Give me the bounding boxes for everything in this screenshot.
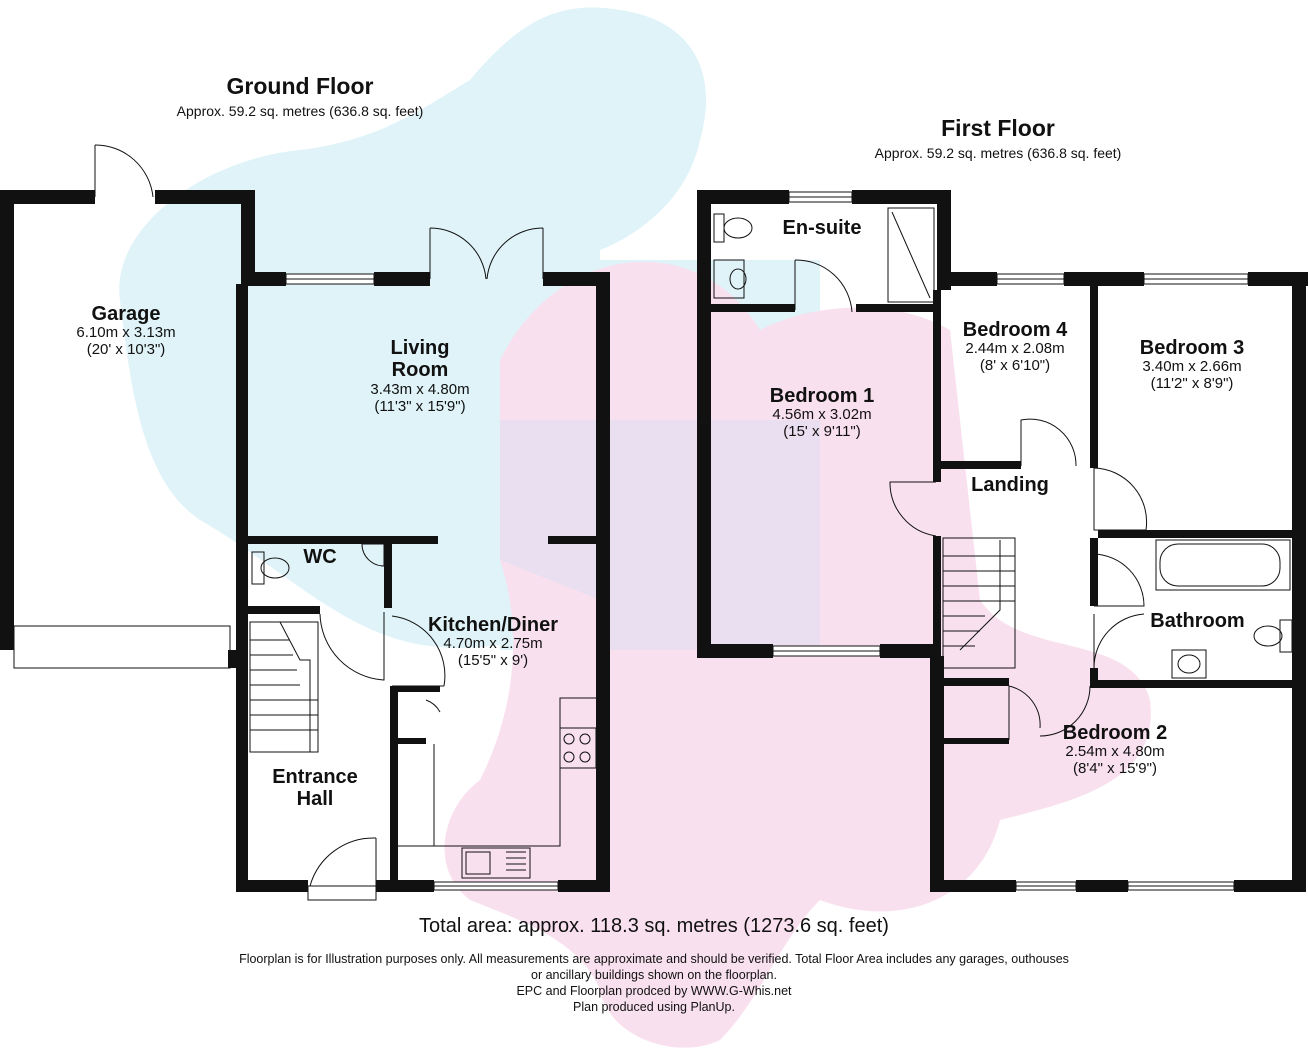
first-floor-fixtures (713, 191, 1293, 891)
room-name: Bedroom 1 (769, 385, 875, 407)
room-imperial: (20' x 10'3") (86, 341, 166, 359)
watermark-overlap (500, 420, 820, 650)
room-metric: 3.40m x 2.66m (1142, 358, 1242, 376)
first-floor-area: Approx. 59.2 sq. metres (636.8 sq. feet) (874, 145, 1122, 161)
room-name: Bedroom 4 (962, 319, 1068, 341)
room-name: Kitchen/Diner (427, 614, 559, 636)
room-bathroom: Bathroom (1130, 610, 1265, 632)
room-name-line2: Room (391, 359, 449, 382)
room-landing: Landing (950, 474, 1070, 496)
room-bedroom-3: Bedroom 3 3.40m x 2.66m (11'2" x 8'9") (1102, 337, 1282, 393)
room-name-line1: Living (390, 337, 450, 359)
room-imperial: (11'3" x 15'9") (374, 397, 466, 415)
room-name: Bathroom (1150, 610, 1245, 632)
credit-line-1: EPC and Floorplan prodced by WWW.G-Whis.… (516, 984, 792, 998)
room-name: Landing (971, 474, 1049, 496)
room-name: En-suite (782, 217, 862, 239)
disclaimer-line-1: Floorplan is for Illustration purposes o… (239, 952, 1069, 966)
room-name: Bedroom 2 (1062, 722, 1168, 744)
room-bedroom-4: Bedroom 4 2.44m x 2.08m (8' x 6'10") (945, 319, 1085, 375)
room-imperial: (8' x 6'10") (979, 357, 1051, 375)
ground-floor-area: Approx. 59.2 sq. metres (636.8 sq. feet) (176, 103, 424, 119)
room-imperial: (15' x 9'11") (783, 423, 861, 441)
room-name-line2: Hall (296, 788, 334, 811)
room-metric: 3.43m x 4.80m (370, 380, 470, 398)
room-metric: 2.44m x 2.08m (965, 340, 1065, 358)
room-metric: 6.10m x 3.13m (76, 324, 176, 342)
room-bedroom-1: Bedroom 1 4.56m x 3.02m (15' x 9'11") (722, 385, 922, 441)
room-imperial: (8'4" x 15'9") (1073, 760, 1157, 778)
ground-floor-walls (0, 190, 610, 892)
room-name-line1: Entrance (272, 766, 358, 788)
room-name: WC (303, 546, 337, 568)
ground-floor-fixtures (94, 144, 597, 901)
room-entrance-hall: Entrance Hall (250, 766, 380, 811)
room-metric: 4.70m x 2.75m (443, 635, 543, 653)
disclaimer-line-2: or ancillary buildings shown on the floo… (531, 968, 777, 982)
room-bedroom-2: Bedroom 2 2.54m x 4.80m (8'4" x 15'9") (1030, 722, 1200, 778)
garage-door (13, 625, 231, 669)
total-area: Total area: approx. 118.3 sq. metres (12… (419, 915, 889, 937)
room-name: Garage (91, 303, 161, 325)
first-floor-title: First Floor (941, 115, 1055, 141)
room-imperial: (15'5" x 9') (457, 652, 529, 670)
ground-floor-title: Ground Floor (226, 73, 374, 99)
room-wc: WC (290, 546, 350, 568)
room-metric: 2.54m x 4.80m (1065, 743, 1165, 761)
room-en-suite: En-suite (762, 217, 882, 239)
room-living-room: Living Room 3.43m x 4.80m (11'3" x 15'9"… (320, 337, 520, 415)
room-imperial: (11'2" x 8'9") (1150, 375, 1234, 393)
room-name: Bedroom 3 (1139, 337, 1245, 359)
room-metric: 4.56m x 3.02m (772, 406, 872, 424)
room-kitchen-diner: Kitchen/Diner 4.70m x 2.75m (15'5" x 9') (393, 614, 593, 670)
room-garage: Garage 6.10m x 3.13m (20' x 10'3") (26, 303, 226, 359)
credit-line-2: Plan produced using PlanUp. (573, 1000, 735, 1014)
